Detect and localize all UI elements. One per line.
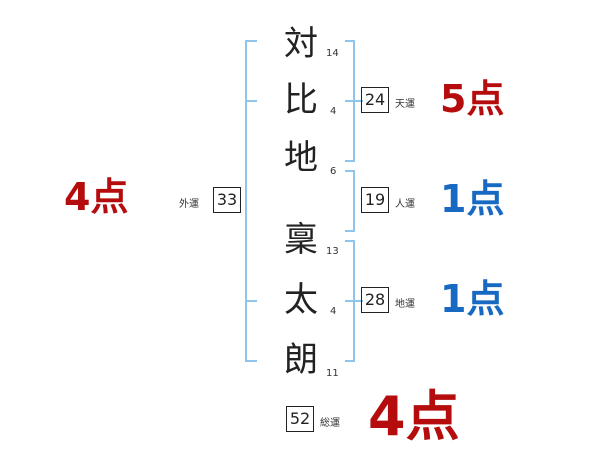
bracket-tick — [345, 100, 363, 102]
souun-label: 総運 — [320, 418, 340, 429]
name-char: 対 — [284, 24, 318, 64]
gaiun-value: 33 — [213, 187, 241, 213]
name-char: 稟 — [284, 220, 318, 260]
tenun-value: 24 — [361, 87, 389, 113]
bracket-tick — [345, 240, 355, 242]
jinun-value: 19 — [361, 187, 389, 213]
bracket-tick — [345, 360, 355, 362]
tenun-score: 5点 — [440, 77, 505, 121]
bracket-tick — [345, 160, 355, 162]
bracket-tick — [245, 100, 257, 102]
stroke-count: 6 — [330, 166, 337, 177]
gaiun-label: 外運 — [179, 199, 199, 210]
bracket-tick — [245, 300, 257, 302]
bracket-tick — [345, 300, 363, 302]
stroke-count: 4 — [330, 106, 337, 117]
name-char: 朗 — [284, 340, 318, 380]
name-char: 地 — [284, 138, 318, 178]
name-char: 太 — [284, 280, 318, 320]
stroke-count: 4 — [330, 306, 337, 317]
name-char: 比 — [284, 80, 318, 120]
bracket-tick — [345, 230, 355, 232]
stroke-count: 13 — [326, 246, 339, 257]
jinun-score: 1点 — [440, 177, 505, 221]
souun-value: 52 — [286, 406, 314, 432]
bracket-tick — [245, 360, 257, 362]
gaiun-score: 4点 — [64, 175, 129, 219]
outer-bracket — [245, 40, 247, 360]
chiun-score: 1点 — [440, 277, 505, 321]
bracket-tick — [245, 40, 257, 42]
bracket-tick — [345, 170, 355, 172]
stroke-count: 14 — [326, 48, 339, 59]
souun-score: 4点 — [368, 385, 460, 448]
chiun-label: 地運 — [395, 299, 415, 310]
jinun-bracket — [353, 170, 355, 232]
chiun-value: 28 — [361, 287, 389, 313]
bracket-tick — [345, 40, 355, 42]
stroke-count: 11 — [326, 368, 339, 379]
tenun-label: 天運 — [395, 99, 415, 110]
jinun-label: 人運 — [395, 199, 415, 210]
